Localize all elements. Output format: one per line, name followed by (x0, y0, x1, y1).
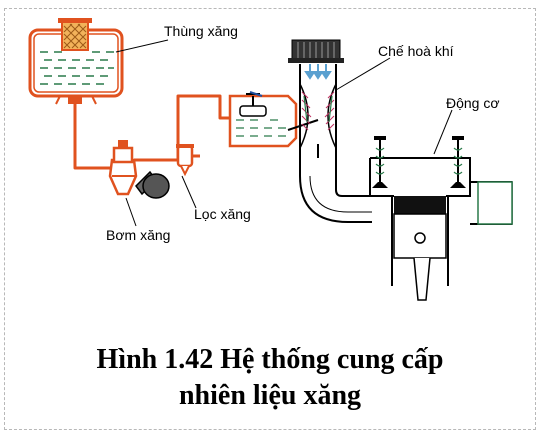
fuel-pump-label: Bơm xăng (106, 228, 170, 242)
intake-valve (372, 136, 388, 188)
carburetor (288, 40, 372, 222)
fuel-tank (30, 18, 122, 104)
fuel-tank-label: Thùng xăng (164, 24, 238, 38)
caption-line-1: Hình 1.42 Hệ thống cung cấp (0, 342, 540, 378)
fuel-filter (176, 144, 194, 174)
engine (370, 136, 512, 300)
figure-caption: Hình 1.42 Hệ thống cung cấp nhiên liệu x… (0, 342, 540, 414)
fuel-pump (110, 140, 169, 198)
piston (394, 196, 446, 258)
exhaust-valve (450, 136, 466, 188)
engine-label: Động cơ (446, 96, 500, 110)
fuel-filter-label: Lọc xăng (194, 207, 251, 221)
carburetor-label: Chế hoà khí (378, 44, 454, 58)
caption-line-2: nhiên liệu xăng (0, 378, 540, 414)
fuel-line (75, 96, 232, 168)
